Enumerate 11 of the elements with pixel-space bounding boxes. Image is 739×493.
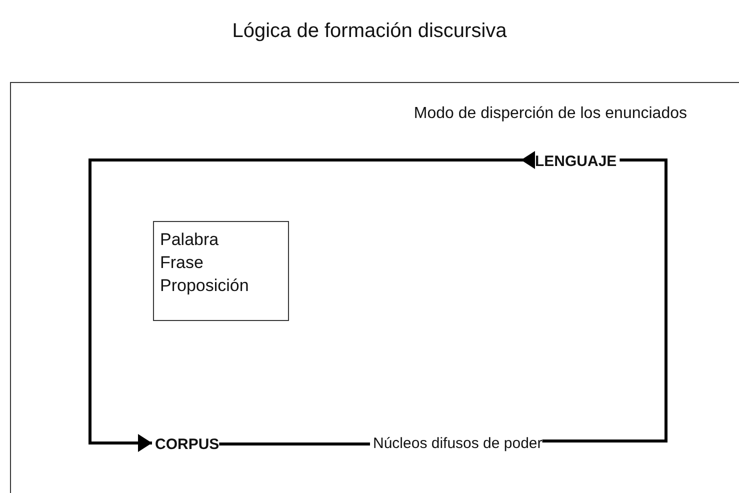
diagram-title: Lógica de formación discursiva [231,20,508,43]
concept-label: CORPUS [155,434,220,454]
term-text: Palabra [160,229,220,251]
frame-heading: Modo de disperción de los enunciados [414,105,687,123]
connector-arrow [88,151,535,452]
frame [10,82,739,493]
node-label: Núcleos difusos de poder [373,432,542,454]
concept-label: LENGUAJE [535,151,617,171]
term-text: Frase [160,252,204,274]
term-text: Proposición [160,275,250,297]
term-list-box [153,221,289,321]
